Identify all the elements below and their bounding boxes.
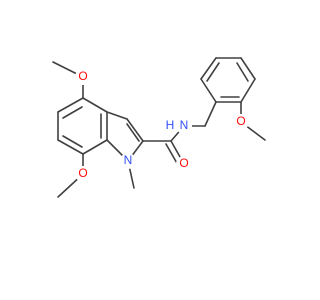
nitrogen-atom-amide: N — [176, 118, 192, 134]
hydrogen-label-amide: H — [166, 118, 175, 132]
oxygen-atom-amide: O — [176, 156, 192, 172]
hydrogen-atom-amide: H — [163, 118, 177, 133]
nitrogen-label-amide: N — [180, 118, 189, 132]
oxygen-atom-right: O — [233, 114, 249, 130]
oxygen-label-top: O — [78, 69, 87, 83]
oxygen-label-bottom: O — [78, 166, 87, 180]
nitrogen-atom-ring: N — [120, 153, 136, 169]
molecule-diagram: O O O O N N H — [52, 57, 266, 198]
nitrogen-label-ring: N — [124, 153, 133, 167]
oxygen-label-amide: O — [179, 156, 188, 170]
oxygen-atom-bottom: O — [75, 166, 91, 182]
oxygen-label-right: O — [236, 114, 245, 128]
oxygen-atom-top: O — [75, 69, 91, 85]
atom-layer: O O O O N N H — [75, 69, 249, 182]
